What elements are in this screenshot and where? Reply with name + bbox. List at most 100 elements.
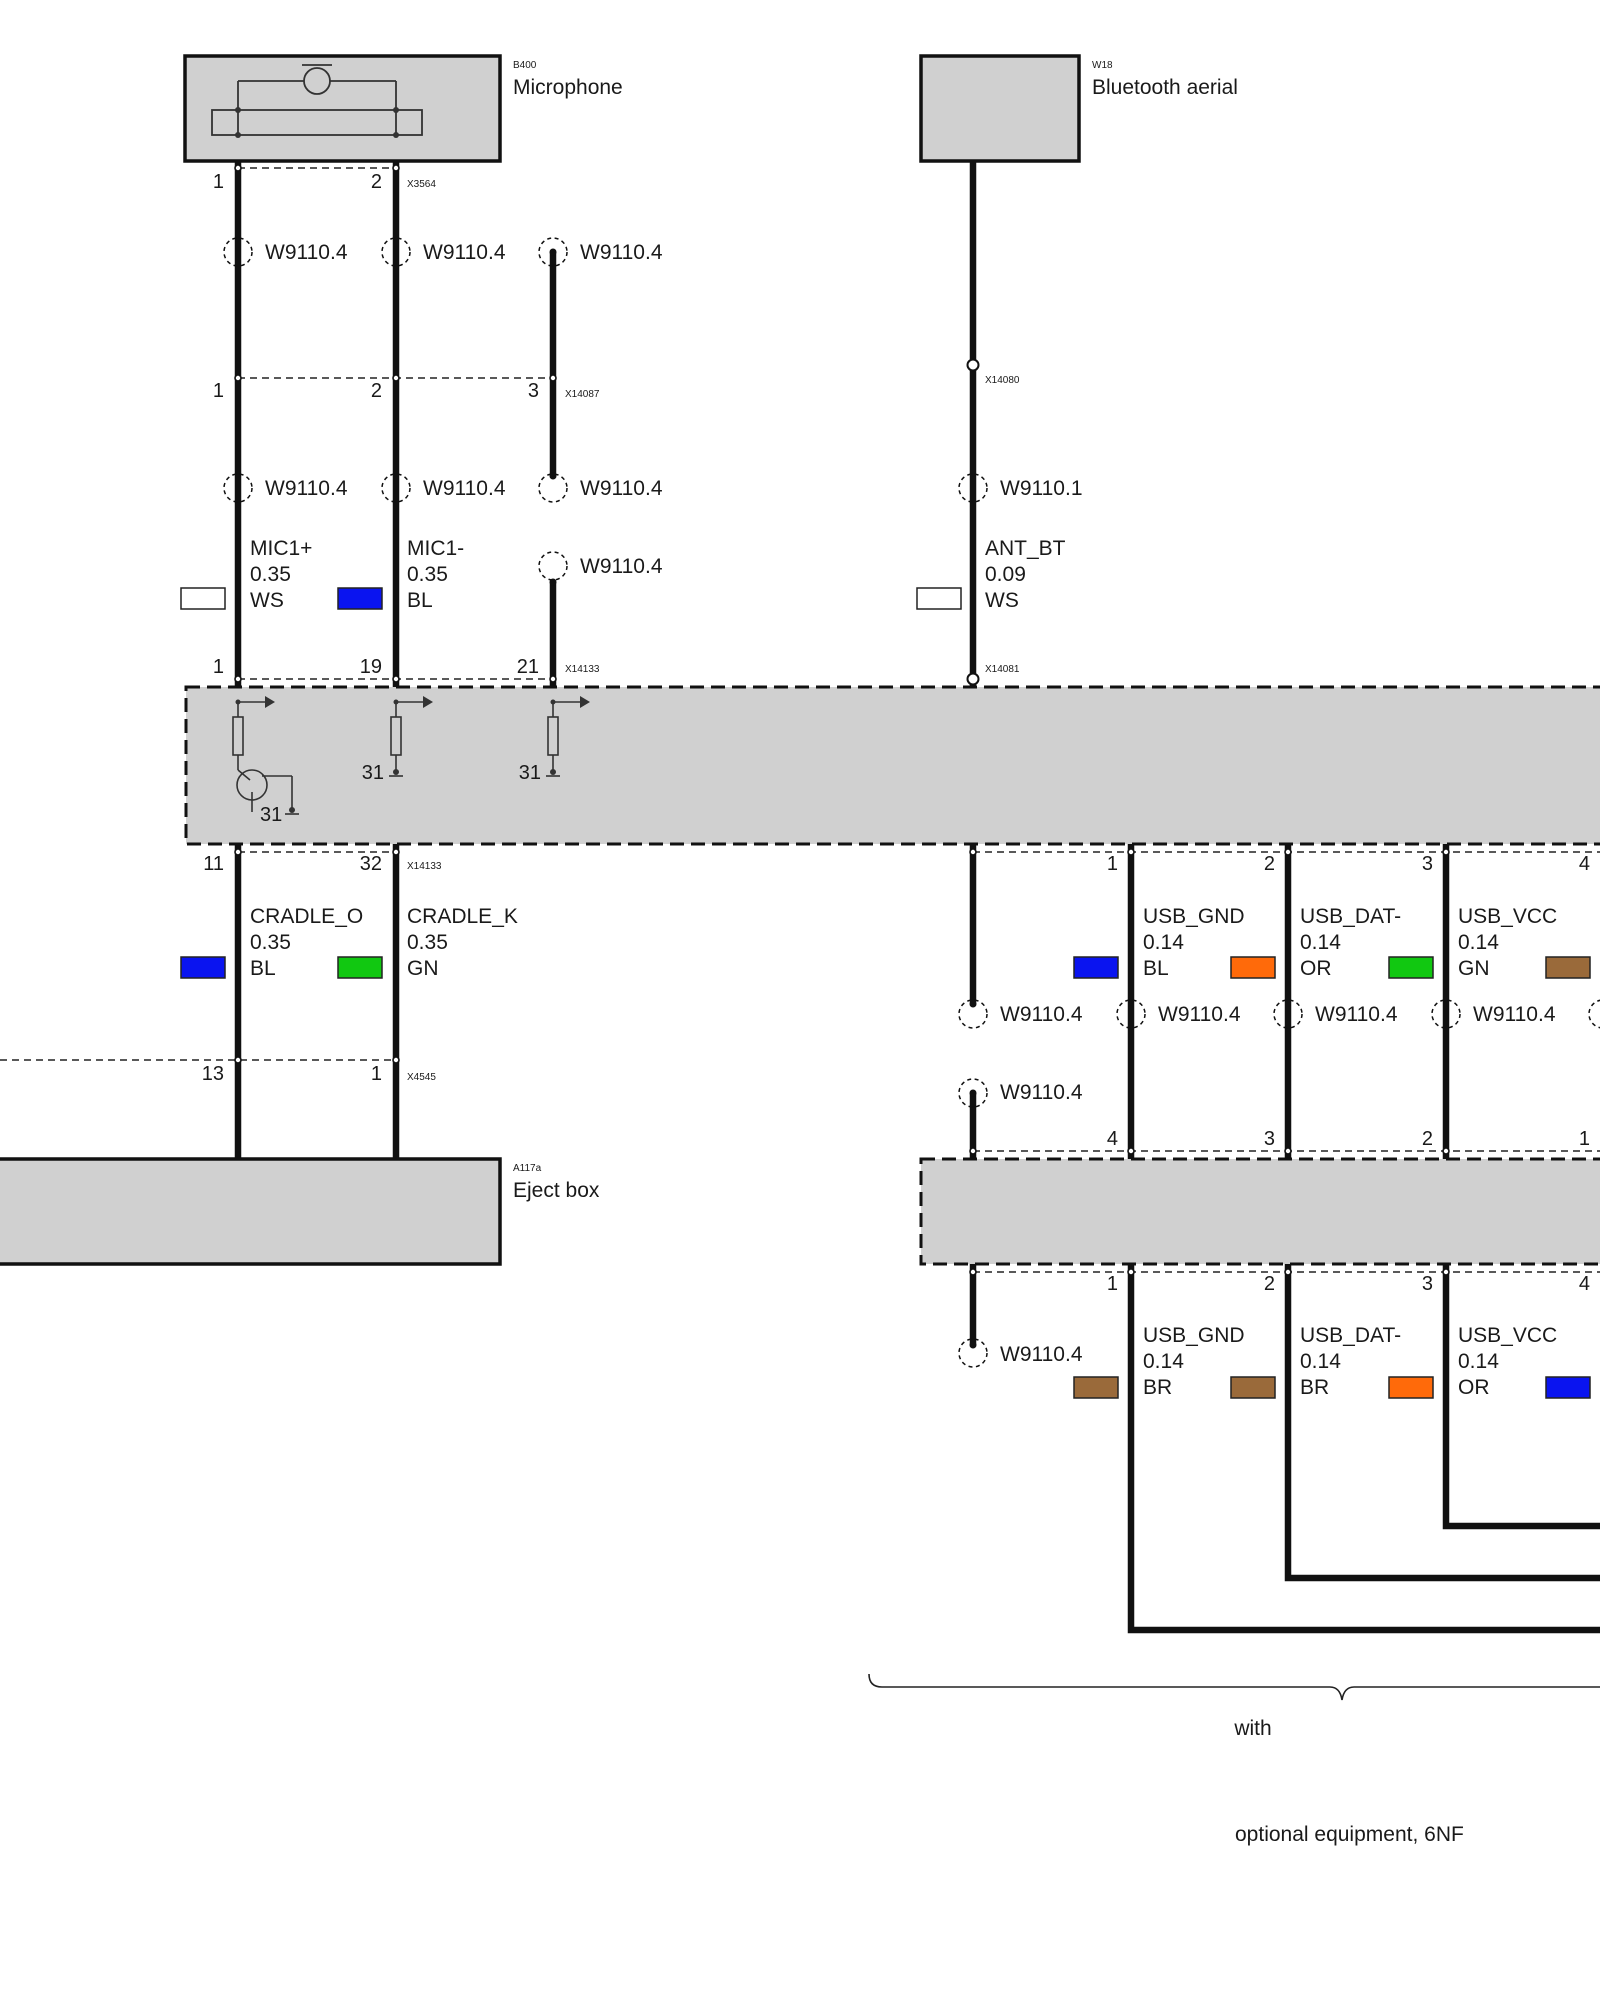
wire-color-swatch — [1073, 956, 1119, 979]
shield-icon — [538, 473, 568, 503]
wire-usbB-gnd — [1127, 1264, 1600, 1634]
wire-usbB-dat — [1284, 1264, 1600, 1582]
wire-signal: CRADLE_K — [407, 905, 518, 928]
pin-number: 3 — [1422, 853, 1433, 875]
shield-icon — [223, 473, 253, 503]
wire-color: BL — [407, 589, 433, 612]
wire-color-swatch — [1545, 1376, 1591, 1399]
shield-label: W9110.4 — [265, 477, 348, 500]
shield-label: W9110.4 — [1473, 1003, 1556, 1026]
wire-signal: USB_DAT- — [1300, 905, 1401, 928]
wire-size: 0.35 — [407, 563, 448, 586]
shield-label: W9110.4 — [580, 477, 663, 500]
connector-code: X4545 — [407, 1072, 436, 1083]
bluetooth-code: W18 — [1092, 60, 1113, 71]
shield-icon — [381, 237, 411, 267]
pin-number: 1 — [213, 380, 224, 402]
wire-signal: USB_GND — [1143, 905, 1245, 928]
option-note-with: with — [1233, 1717, 1271, 1740]
wire-size: 0.14 — [1300, 931, 1341, 954]
wire-size: 0.35 — [250, 931, 291, 954]
pin-number: 31 — [260, 804, 282, 826]
shield-label: W9110.4 — [265, 241, 348, 264]
pin-number: 2 — [1422, 1128, 1433, 1150]
eject-name: Eject box — [513, 1179, 600, 1202]
wire-color-swatch — [337, 587, 383, 610]
eject-box-component: A117a Eject box — [0, 1157, 600, 1266]
pin-number: 31 — [519, 762, 541, 784]
pin-number: 13 — [202, 1063, 224, 1085]
wire-signal: USB_GND — [1143, 1324, 1245, 1347]
shield-icon — [223, 237, 253, 267]
pin-number: 2 — [1264, 853, 1275, 875]
wire-color-swatch — [1388, 956, 1434, 979]
wire-size: 0.14 — [1458, 931, 1499, 954]
shield-label: W9110.4 — [1158, 1003, 1241, 1026]
bluetooth-name: Bluetooth aerial — [1092, 76, 1238, 99]
pin-number: 3 — [1422, 1273, 1433, 1295]
wire-signal: MIC1+ — [250, 537, 312, 560]
pin-number: 1 — [213, 171, 224, 193]
connector-code: X14081 — [985, 664, 1020, 675]
wire-size: 0.14 — [1143, 931, 1184, 954]
shield-label: W9110.4 — [423, 477, 506, 500]
wire-color: OR — [1458, 1376, 1490, 1399]
wire-color: BL — [250, 957, 276, 980]
connector-codes: X3564 X14087 X14080 X14081 X14133 X14133… — [407, 179, 1020, 1083]
wire-color: BL — [1143, 957, 1169, 980]
pin-number: 31 — [362, 762, 384, 784]
shield-icon — [1116, 999, 1146, 1029]
shield-labels: W9110.4 W9110.4 W9110.4 W9110.4 W9110.4 … — [265, 241, 1556, 1366]
shield-icon — [1588, 999, 1600, 1029]
wire-size: 0.14 — [1458, 1350, 1499, 1373]
shield-icon — [958, 999, 988, 1029]
usb-hub-box — [919, 1157, 1600, 1266]
connector-code: X3564 — [407, 179, 436, 190]
pin-number: 2 — [371, 380, 382, 402]
shield-icon — [958, 1338, 988, 1368]
bluetooth-aerial-component: W18 Bluetooth aerial — [919, 54, 1238, 163]
connector-code: X14080 — [985, 375, 1020, 386]
connector-code: X14133 — [407, 861, 442, 872]
pin-number: 1 — [371, 1063, 382, 1085]
microphone-name: Microphone — [513, 76, 623, 99]
wire-usbB-vcc — [1442, 1264, 1600, 1530]
pin-number: 19 — [360, 656, 382, 678]
shield-icon — [958, 1078, 988, 1108]
wire-color: BR — [1300, 1376, 1329, 1399]
shield-icon — [1273, 999, 1303, 1029]
pin-number: 1 — [1107, 853, 1118, 875]
microphone-symbol-icon — [211, 64, 423, 138]
wire-signal: CRADLE_O — [250, 905, 363, 928]
wire-size: 0.14 — [1300, 1350, 1341, 1373]
shield-label: W9110.4 — [580, 555, 663, 578]
pin-ends — [234, 164, 1450, 1276]
wire-signal: ANT_BT — [985, 537, 1066, 560]
bluetooth-aerial-box — [919, 54, 1081, 163]
wire-color-swatch — [1230, 956, 1276, 979]
shield-icon — [538, 237, 568, 267]
pin-number: 1 — [1579, 1128, 1590, 1150]
wire-size: 0.14 — [1143, 1350, 1184, 1373]
wire-color-swatch — [337, 956, 383, 979]
pin-number: 2 — [1264, 1273, 1275, 1295]
shield-label: W9110.4 — [1315, 1003, 1398, 1026]
wire-color: WS — [985, 589, 1019, 612]
microphone-component: B400 Microphone — [183, 54, 623, 163]
wire-signal: USB_VCC — [1458, 1324, 1557, 1347]
wire-color-swatch — [1230, 1376, 1276, 1399]
eject-code: A117a — [513, 1163, 542, 1174]
wire-signal: MIC1- — [407, 537, 464, 560]
wire-color: GN — [1458, 957, 1490, 980]
wire-color-swatch — [1073, 1376, 1119, 1399]
wire-size: 0.09 — [985, 563, 1026, 586]
pin-number: 4 — [1579, 1273, 1590, 1295]
wire-size: 0.35 — [250, 563, 291, 586]
shield-label: W9110.1 — [1000, 477, 1083, 500]
wire-signal: USB_VCC — [1458, 905, 1557, 928]
shield-label: W9110.4 — [580, 241, 663, 264]
wire-color-swatch — [1545, 956, 1591, 979]
option-note-equipment: optional equipment, 6NF — [1235, 1823, 1464, 1846]
shield-markers — [223, 237, 1600, 1368]
